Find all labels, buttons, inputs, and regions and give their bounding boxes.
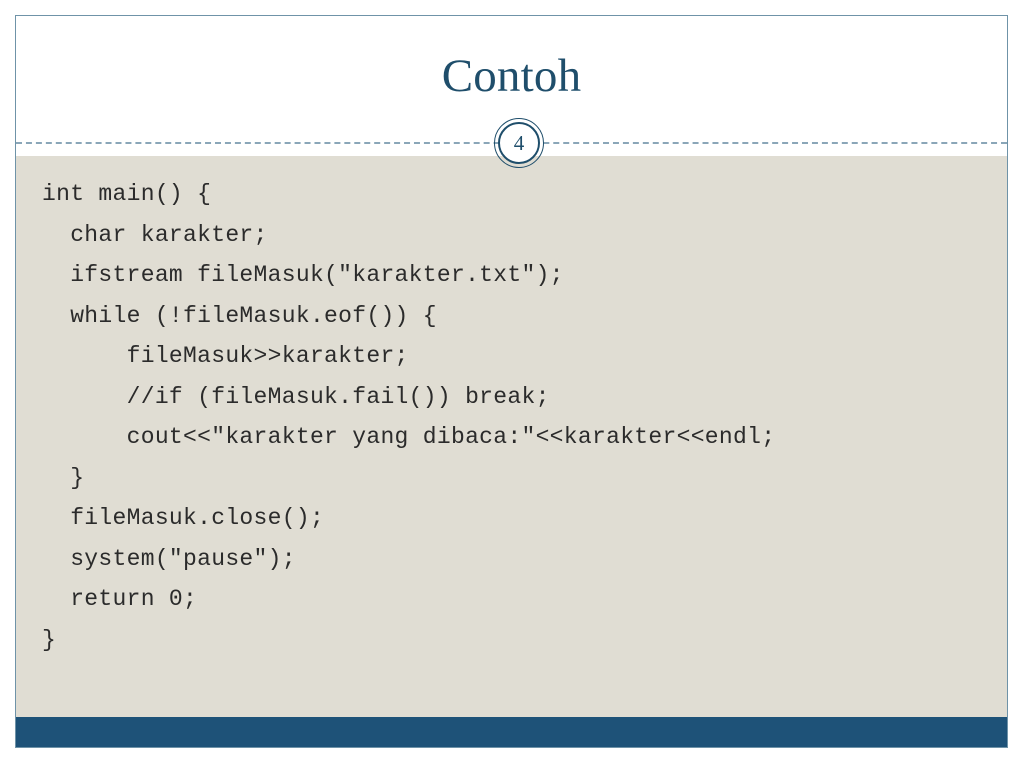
code-line: } [42, 464, 85, 491]
footer-accent-bar [16, 717, 1007, 747]
code-line: cout<<"karakter yang dibaca:"<<karakter<… [42, 424, 776, 450]
code-line: fileMasuk>>karakter; [42, 343, 409, 369]
code-line: ifstream fileMasuk("karakter.txt"); [42, 262, 564, 288]
code-line: return 0; [42, 586, 198, 612]
slide-body: int main() { char karakter; ifstream fil… [16, 156, 1007, 717]
page-number-label: 4 [513, 131, 525, 155]
code-line: //if (fileMasuk.fail()) break; [42, 383, 550, 410]
code-line: fileMasuk.close(); [42, 505, 325, 531]
page-number-badge: 4 [494, 118, 544, 168]
slide: Contoh 4 int main() { char karakter; ifs… [15, 15, 1008, 748]
code-line: system("pause"); [42, 545, 296, 572]
code-line: } [42, 626, 57, 653]
code-line: int main() { [42, 181, 212, 207]
code-block: int main() { char karakter; ifstream fil… [42, 174, 997, 660]
badge-inner-ring-icon [498, 122, 540, 164]
page-title: Contoh [441, 50, 582, 102]
badge-outer-ring-icon [494, 118, 544, 168]
code-line: char karakter; [42, 221, 268, 248]
code-line: while (!fileMasuk.eof()) { [42, 302, 437, 329]
